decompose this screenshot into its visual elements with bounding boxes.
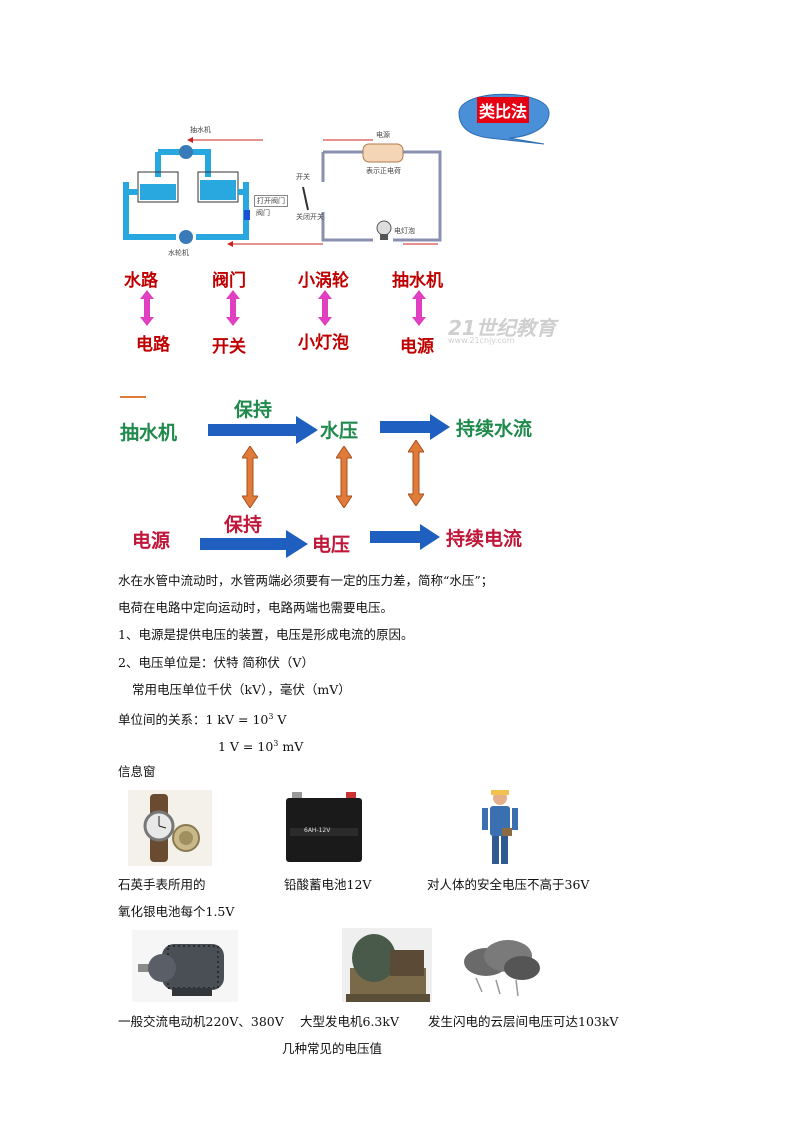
text-line-5: 常用电压单位千伏（kV），毫伏（mV） <box>132 682 351 697</box>
pair-top-label: 阀门 <box>212 271 246 291</box>
generator-icon <box>346 934 430 1002</box>
orange-dash <box>120 396 146 398</box>
pair-top-label: 抽水机 <box>392 271 443 291</box>
voltage-analogy-diagram: 抽水机 保持 水压 持续水流 电源 保持 电压 持续电流 <box>118 390 558 565</box>
continuous-water-text: 持续水流 <box>456 418 533 440</box>
charge-label: 表示正电荷 <box>366 167 401 175</box>
info-window-heading: 信息窗 <box>118 764 156 779</box>
right-arrow-icon <box>208 416 318 444</box>
water-circuit-drawing <box>123 137 442 247</box>
vertical-double-arrow-icon <box>336 446 352 508</box>
pair-pump-power: 抽水机 电源 <box>392 264 452 357</box>
pair-valve-switch: 阀门 开关 <box>212 264 262 357</box>
close-switch-label: 关闭开关 <box>296 213 324 221</box>
unit-relation-kv: 单位间的关系：1 kV = 10 <box>118 712 269 728</box>
double-arrow-icon <box>140 290 154 326</box>
water-pressure-text: 水压 <box>320 420 359 442</box>
cloud-icon <box>464 940 540 997</box>
motor-image <box>132 930 238 1002</box>
text-line-3: 1、电源是提供电压的装置，电压是形成电流的原因。 <box>118 627 414 642</box>
battery-icon <box>286 792 362 862</box>
analogy-bubble: 类比法 <box>449 80 559 146</box>
keep-text-bottom: 保持 <box>224 514 263 536</box>
watermark-logo: 21世纪教育 <box>448 316 556 340</box>
text-line-7: 1 V = 103 mV <box>218 736 303 755</box>
pump-label: 抽水机 <box>190 126 211 134</box>
watch-icon <box>143 794 200 862</box>
vertical-double-arrow-icon <box>242 446 258 508</box>
unit-relation-v: 1 V = 10 <box>218 739 274 755</box>
exponent: 3 <box>268 712 274 721</box>
power-source-text: 电源 <box>132 530 171 552</box>
unit-v: V <box>273 712 287 728</box>
motor-icon <box>138 944 224 996</box>
text-line-6: 单位间的关系：1 kV = 103 V <box>118 709 286 728</box>
person-icon <box>482 790 518 864</box>
bubble-label: 类比法 <box>477 97 530 123</box>
text-line-2: 电荷在电路中定向运动时，电路两端也需要电压。 <box>118 600 394 615</box>
battery-image: 6AH-12V <box>284 790 366 866</box>
pair-top-label: 水路 <box>124 271 158 291</box>
watch-image <box>128 790 212 866</box>
pair-bottom-label: 小灯泡 <box>298 333 349 353</box>
continuous-current-text: 持续电流 <box>446 528 523 550</box>
figure-title: 几种常见的电压值 <box>282 1041 383 1056</box>
right-arrow-icon <box>380 414 450 440</box>
watermark-url: www.21cnjy.com <box>448 336 515 345</box>
open-valve-label: 打开阀门 <box>254 195 288 207</box>
pump-text: 抽水机 <box>120 422 178 444</box>
switch-label: 开关 <box>296 173 310 181</box>
caption-lightning: 发生闪电的云层间电压可达103kV <box>428 1014 619 1029</box>
vertical-double-arrow-icon <box>408 440 424 506</box>
valve-label: 阀门 <box>256 209 270 217</box>
water-circuit-diagram: 抽水机 水轮机 打开阀门 阀门 电源 表示正电荷 开关 关闭开关 电灯泡 <box>118 122 450 262</box>
caption-battery: 铅酸蓄电池12V <box>284 877 372 892</box>
pair-water-circuit: 水路 电路 <box>124 264 174 356</box>
pair-bottom-label: 电源 <box>400 337 434 357</box>
keep-text-top: 保持 <box>234 399 273 421</box>
double-arrow-icon <box>318 290 332 326</box>
turbine-label: 水轮机 <box>168 249 189 257</box>
caption-motor: 一般交流电动机220V、380V <box>118 1014 284 1029</box>
lightning-image <box>456 934 546 1000</box>
analogy-pairs: 21世纪教育 www.21cnjy.com 水路 电路 阀门 开关 小涡轮 小灯… <box>118 264 556 360</box>
caption-watch-2: 氧化银电池每个1.5V <box>118 904 235 919</box>
pair-bottom-label: 电路 <box>136 335 170 355</box>
text-line-4: 2、电压单位是：伏特 简称伏（V） <box>118 655 314 670</box>
right-arrow-icon <box>370 524 440 550</box>
pair-top-label: 小涡轮 <box>298 271 349 291</box>
pair-bottom-label: 开关 <box>212 337 246 357</box>
right-arrow-icon <box>200 530 308 558</box>
exponent: 3 <box>273 739 279 748</box>
caption-human: 对人体的安全电压不高于36V <box>427 877 590 892</box>
double-arrow-icon <box>412 290 426 326</box>
caption-watch-1: 石英手表所用的 <box>118 877 206 892</box>
power-label: 电源 <box>376 131 390 139</box>
bulb-label: 电灯泡 <box>394 227 415 235</box>
worker-image <box>474 788 526 868</box>
text-line-1: 水在水管中流动时，水管两端必须要有一定的压力差，简称“水压”； <box>118 573 494 588</box>
unit-mv: mV <box>278 739 304 755</box>
voltage-text: 电压 <box>312 534 351 556</box>
battery-label: 6AH-12V <box>304 827 331 834</box>
double-arrow-icon <box>226 290 240 326</box>
caption-generator: 大型发电机6.3kV <box>300 1014 399 1029</box>
pair-turbine-bulb: 小涡轮 小灯泡 <box>298 264 358 356</box>
generator-image <box>342 928 432 1002</box>
